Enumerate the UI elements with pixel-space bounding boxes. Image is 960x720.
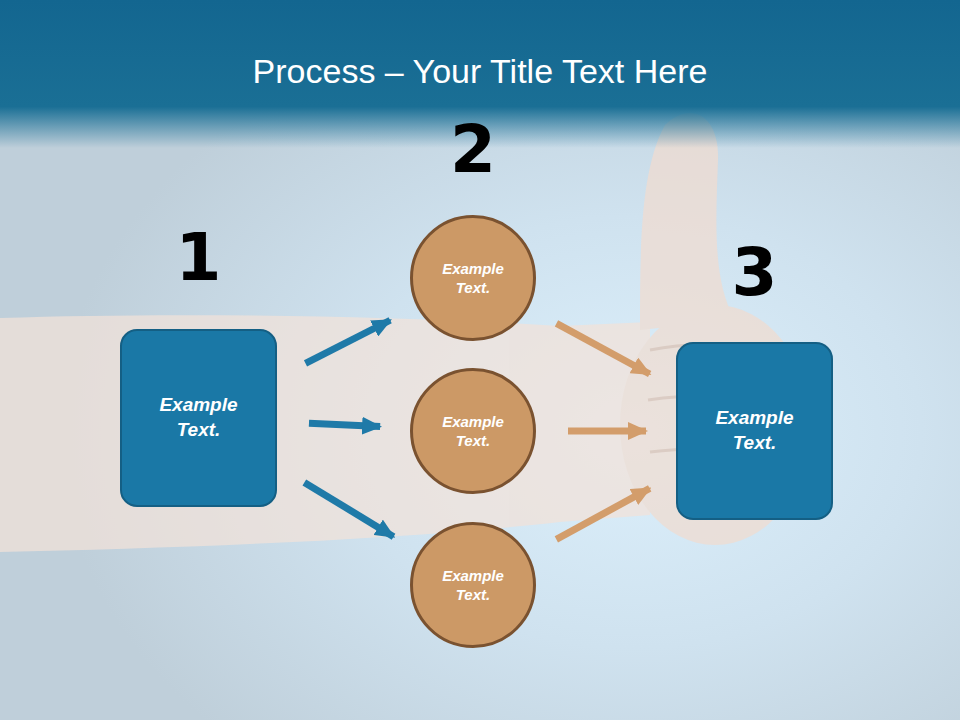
- flow-arrow: [568, 428, 646, 435]
- text-area: Example Text.: [410, 368, 536, 494]
- node-text: Example Text.: [433, 259, 513, 298]
- process-circle: Example Text.: [410, 522, 536, 648]
- flow-arrow: [304, 482, 393, 536]
- node-text: Example Text.: [149, 393, 249, 442]
- process-box: 3Example Text.: [676, 342, 833, 520]
- circle-shape: [412, 524, 535, 647]
- text-area: Example Text.: [410, 522, 536, 648]
- flow-arrow: [306, 320, 391, 363]
- text-area: Example Text.: [410, 215, 536, 341]
- circle-outline: [410, 522, 536, 648]
- node-text: Example Text.: [433, 412, 513, 451]
- node-text: Example Text.: [705, 406, 805, 455]
- step-number: 3: [636, 238, 873, 308]
- process-box: 1Example Text.: [120, 329, 277, 507]
- circle-shape: [412, 217, 535, 340]
- circle-shape: [412, 370, 535, 493]
- node-text: Example Text.: [433, 566, 513, 605]
- step-number: 2: [370, 115, 576, 185]
- box-outline: [120, 329, 277, 507]
- box-shape: [677, 343, 832, 519]
- arm: [0, 315, 650, 552]
- box-outline: [676, 342, 833, 520]
- circle-outline: [410, 368, 536, 494]
- flow-arrow: [309, 423, 380, 426]
- process-circle: Example Text.: [410, 368, 536, 494]
- circle-outline: [410, 215, 536, 341]
- text-area: Example Text.: [676, 342, 833, 520]
- step-number: 1: [80, 223, 317, 293]
- process-circle: 2Example Text.: [410, 215, 536, 341]
- box-shape: [121, 330, 276, 506]
- flow-arrow: [556, 323, 649, 374]
- flow-arrow: [556, 488, 649, 539]
- title-text: Process – Your Title Text Here: [0, 52, 960, 91]
- slide-title: Process – Your Title Text Here: [0, 52, 960, 91]
- text-area: Example Text.: [120, 329, 277, 507]
